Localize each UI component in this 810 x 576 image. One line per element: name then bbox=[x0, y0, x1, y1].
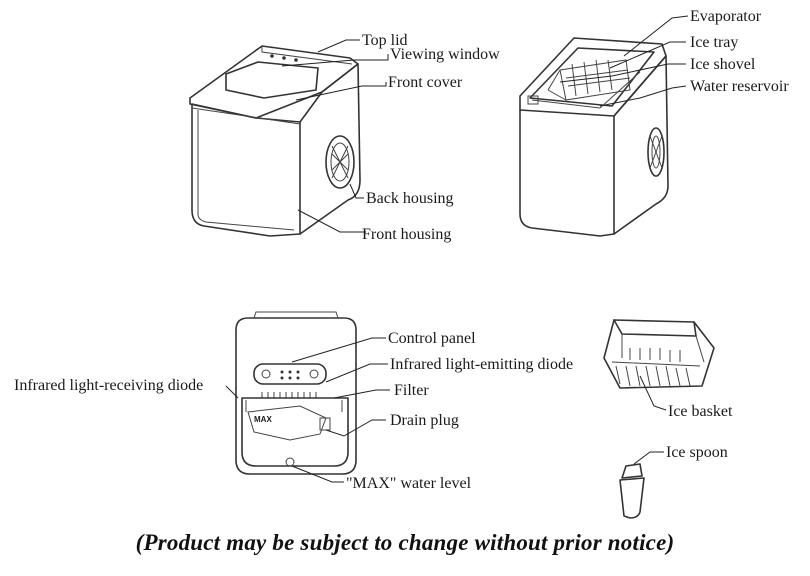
label-water-reservoir: Water reservoir bbox=[690, 78, 789, 95]
leader-lines bbox=[225, 15, 689, 483]
label-max-water-level: "MAX" water level bbox=[346, 475, 472, 492]
label-ice-basket: Ice basket bbox=[668, 403, 733, 420]
label-back-housing: Back housing bbox=[366, 190, 454, 207]
label-drain-plug: Drain plug bbox=[390, 412, 459, 429]
label-ir-receiving-diode: Infrared light-receiving diode bbox=[14, 377, 203, 394]
ice-spoon-illustration bbox=[619, 463, 645, 519]
open-ice-maker-illustration bbox=[519, 37, 669, 237]
label-ir-emitting-diode: Infrared light-emitting diode bbox=[390, 356, 573, 373]
label-ice-shovel: Ice shovel bbox=[690, 56, 756, 73]
ice-basket-illustration bbox=[603, 319, 715, 389]
label-filter: Filter bbox=[394, 382, 429, 399]
label-evaporator: Evaporator bbox=[690, 8, 762, 25]
label-control-panel: Control panel bbox=[388, 330, 476, 347]
label-ice-spoon: Ice spoon bbox=[666, 444, 728, 461]
label-viewing-window: Viewing window bbox=[390, 46, 500, 63]
label-top-lid: Top lid bbox=[362, 32, 408, 49]
closed-ice-maker-illustration bbox=[189, 45, 361, 237]
max-mark: MAX bbox=[254, 415, 272, 424]
label-ice-tray: Ice tray bbox=[690, 34, 738, 51]
label-front-cover: Front cover bbox=[388, 74, 463, 91]
front-open-view-illustration: MAX bbox=[235, 311, 357, 475]
label-front-housing: Front housing bbox=[362, 226, 451, 243]
control-panel-shape bbox=[253, 363, 327, 385]
viewing-window-shape bbox=[225, 61, 319, 99]
disclaimer-note: (Product may be subject to change withou… bbox=[135, 530, 675, 555]
